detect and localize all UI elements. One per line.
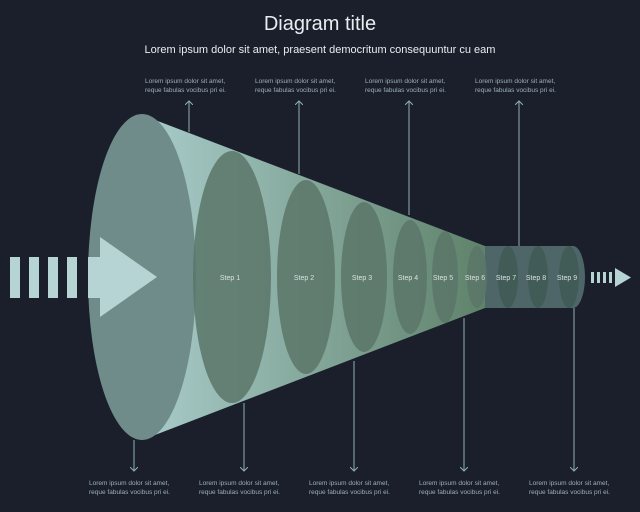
diagram-subtitle: Lorem ipsum dolor sit amet, praesent dem… [144, 44, 496, 56]
step-label: Step 5 [433, 275, 453, 282]
step-label: Step 3 [352, 275, 372, 282]
step-ellipse [393, 220, 427, 334]
bottom-note: Lorem ipsum dolor sit amet,reque fabulas… [419, 480, 500, 496]
top-note: Lorem ipsum dolor sit amet,reque fabulas… [475, 78, 556, 94]
step-ellipse [341, 202, 387, 352]
step-ellipse [467, 246, 487, 308]
bottom-note: Lorem ipsum dolor sit amet,reque fabulas… [309, 480, 390, 496]
step-ellipse [528, 246, 548, 308]
callout-arrows [134, 101, 574, 471]
bottom-note: Lorem ipsum dolor sit amet,reque fabulas… [529, 480, 610, 496]
step-label: Step 4 [398, 275, 418, 282]
bottom-note: Lorem ipsum dolor sit amet,reque fabulas… [89, 480, 170, 496]
step-label: Step 8 [526, 275, 546, 282]
diagram-title: Diagram title [263, 13, 377, 35]
step-ellipse [559, 246, 579, 308]
step-ellipse [277, 180, 335, 374]
step-ellipse [498, 246, 518, 308]
step-ellipse [432, 231, 458, 323]
step-ellipse [193, 151, 271, 403]
step-label: Step 9 [557, 275, 577, 282]
step-label: Step 1 [220, 275, 240, 282]
step-label: Step 2 [294, 275, 314, 282]
input-arrow [10, 257, 77, 298]
top-note: Lorem ipsum dolor sit amet,reque fabulas… [145, 78, 226, 94]
step-label: Step 6 [465, 275, 485, 282]
top-note: Lorem ipsum dolor sit amet,reque fabulas… [255, 78, 336, 94]
top-note: Lorem ipsum dolor sit amet,reque fabulas… [365, 78, 446, 94]
bottom-note: Lorem ipsum dolor sit amet,reque fabulas… [199, 480, 280, 496]
step-label: Step 7 [496, 275, 516, 282]
input-arrow-head [88, 237, 157, 317]
output-arrow [591, 268, 631, 287]
